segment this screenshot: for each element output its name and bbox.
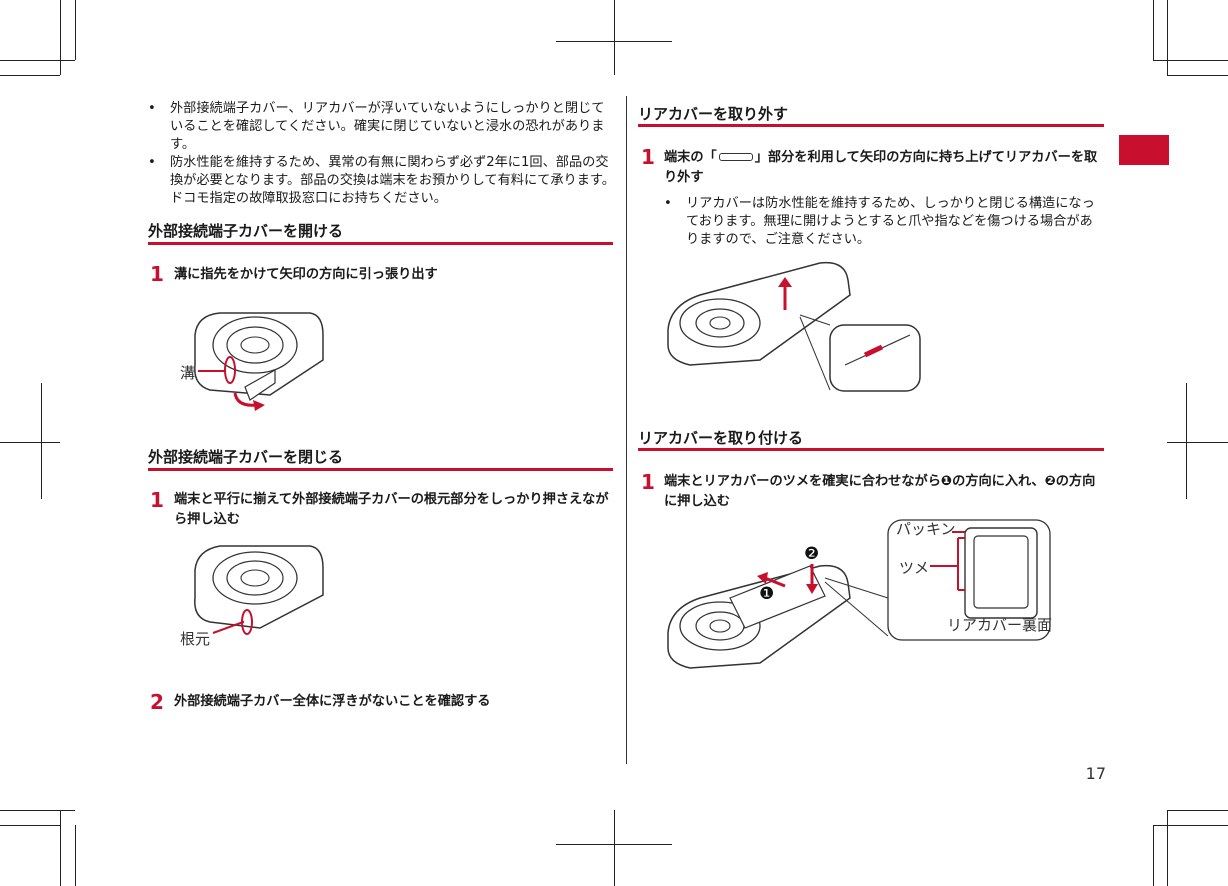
step-text: 端末の「」部分を利用して矢印の方向に持ち上げてリアカバーを取り外す [664,150,1098,185]
marker-1: ❶ [759,584,775,604]
marker-2: ❷ [804,544,820,564]
step-number: 2 [150,690,164,714]
phone-illustration-attach-rear [667,519,1051,669]
phone-illustration-close-cover [194,545,324,635]
label-base: 根元 [180,630,211,648]
chapter-tab [1119,135,1169,165]
section-title-open-cover: 外部接続端子カバーを開ける [148,222,344,240]
step-text: 外部接続端子カバー全体に浮きがないことを確認する [174,694,491,709]
step-text: 端末とリアカバーのツメを確実に合わせながら❶の方向に入れ、❷の方向に押し込む [664,474,1096,509]
label-leader [198,370,226,372]
label-groove: 溝 [180,364,196,382]
section-title-close-cover: 外部接続端子カバーを閉じる [148,448,344,466]
phone-illustration-open-cover [194,312,324,411]
bullet-item: •外部接続端子カバー、リアカバーが浮いていないようにしっかりと閉じていることを確… [148,101,605,152]
section-rule [148,468,613,471]
label-packing: パッキン [896,520,956,538]
bullet-item: •リアカバーは防水性能を維持するため、しっかりと閉じる構造になっております。無理… [664,196,1095,247]
step-text: 溝に指先をかけて矢印の方向に引っ張り出す [174,267,438,282]
step-number: 1 [150,262,164,286]
notch-icon [718,153,753,161]
bullet-item: •防水性能を維持するため、異常の有無に関わらず必ず2年に1回、部品の交換が必要と… [148,155,615,206]
section-rule [638,124,1104,127]
step-number: 1 [641,145,655,169]
step-number: 1 [150,488,164,512]
section-rule [148,242,613,245]
label-rear-cover-back: リアカバー裏面 [947,616,1053,634]
section-title-attach-rear-cover: リアカバーを取り付ける [638,429,804,447]
phone-illustration-remove-rear [667,261,921,392]
section-rule [638,448,1104,451]
step-text: 端末と平行に揃えて外部接続端子カバーの根元部分をしっかり押さえながら押し込む [174,492,609,527]
step-number: 1 [641,470,655,494]
section-title-remove-rear-cover: リアカバーを取り外す [638,105,789,123]
column-divider [626,96,627,764]
page-number: 17 [1085,764,1106,783]
label-tab: ツメ [899,559,930,577]
